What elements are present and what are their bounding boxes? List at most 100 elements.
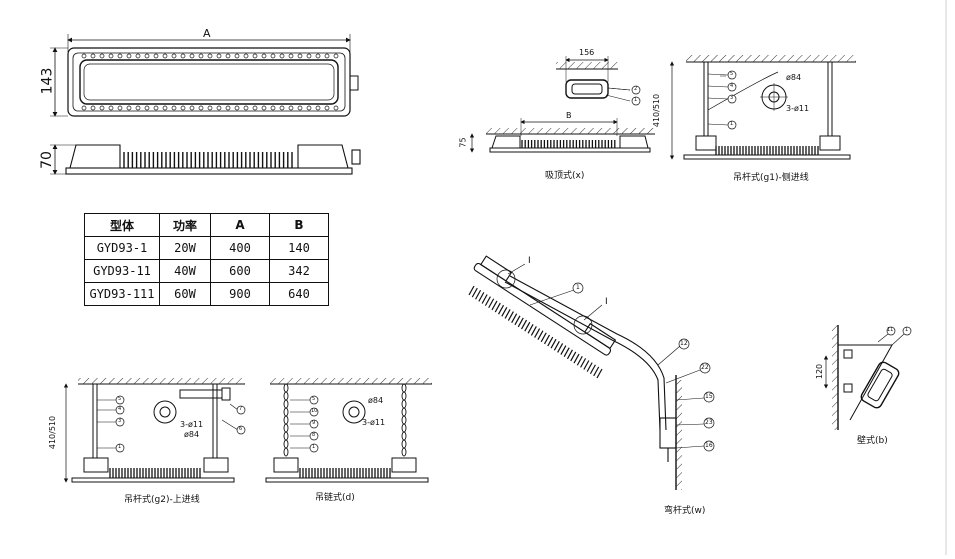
callout-label: 7 xyxy=(239,406,243,412)
bolt-hole xyxy=(135,53,141,59)
side-view-fins xyxy=(123,152,293,168)
chain-link xyxy=(401,415,407,425)
pendant-side-caption: 吊杆式(g1)-侧进线 xyxy=(733,173,809,183)
bolt-hole xyxy=(108,53,114,59)
bolt-hole xyxy=(333,53,339,59)
heat-sink-fin xyxy=(484,296,491,306)
chain-holes: 3-ø11 xyxy=(362,418,386,427)
pendant-top-dim-height: 410/510 xyxy=(48,415,58,450)
callout-label: 12 xyxy=(680,340,688,347)
chain-link xyxy=(401,431,407,441)
bolt-hole xyxy=(189,53,195,59)
table-row: GYD93-111 60W 900 640 xyxy=(84,282,329,306)
top-view-bolts xyxy=(81,53,339,111)
pendant-top-hole-dia: ø84 xyxy=(184,430,200,439)
bolt-hole xyxy=(99,105,105,111)
callout-label: 9 xyxy=(312,420,316,426)
heat-sink-fin xyxy=(511,313,518,323)
bolt-hole xyxy=(144,105,150,111)
chain-link xyxy=(283,391,289,401)
bolt-hole xyxy=(81,105,87,111)
callout-label: 5 xyxy=(312,396,316,402)
bolt-hole xyxy=(225,105,231,111)
spec-header-power: 功率 xyxy=(159,213,211,237)
spec-cell-b: 140 xyxy=(269,236,329,260)
chain-link xyxy=(401,447,407,457)
bolt-hole xyxy=(279,53,285,59)
bolt-hole xyxy=(171,105,177,111)
pendant-side-dim-height: 410/510 xyxy=(652,93,662,128)
chain-link xyxy=(401,383,407,393)
chain-link xyxy=(283,423,289,433)
bolt-hole xyxy=(216,53,222,59)
callout-label: 4 xyxy=(118,406,122,412)
heat-sink-fin xyxy=(563,347,570,358)
heat-sink-fin xyxy=(524,321,531,332)
bolt-hole xyxy=(288,53,294,59)
heat-sink-fin xyxy=(494,302,501,313)
pendant-side-drawing xyxy=(669,55,856,160)
top-view-dim-height: 143 xyxy=(39,67,56,95)
chain-hole-dia: ø84 xyxy=(368,396,384,405)
heat-sink-fin xyxy=(530,326,537,336)
chain-link xyxy=(401,407,407,417)
pendant-top-caption: 吊杆式(g2)-上进线 xyxy=(124,495,200,505)
chain-link xyxy=(283,399,289,409)
heat-sink-fin xyxy=(570,351,577,362)
bolt-hole xyxy=(189,105,195,111)
heat-sink-fin xyxy=(589,364,596,375)
callout-label: 1 xyxy=(730,121,734,127)
bent-pole-caption: 弯杆式(w) xyxy=(664,506,706,516)
bolt-hole xyxy=(126,53,132,59)
bolt-hole xyxy=(270,53,276,59)
callout-label: 11 xyxy=(887,327,894,333)
heat-sink-fin xyxy=(537,330,544,340)
spec-header-a: A xyxy=(210,213,270,237)
bolt-hole xyxy=(243,105,249,111)
side-view-dim-height: 70 xyxy=(38,151,55,169)
bolt-hole xyxy=(207,105,213,111)
bolt-hole xyxy=(162,53,168,59)
spec-cell-a: 400 xyxy=(210,236,270,260)
ceiling-caption: 吸顶式(x) xyxy=(545,171,585,181)
pendant-top-holes: 3-ø11 xyxy=(180,420,204,429)
chain-link xyxy=(401,399,407,409)
bolt-hole xyxy=(252,105,258,111)
ceiling-mount-drawing xyxy=(469,56,655,153)
heat-sink-fin xyxy=(553,341,560,351)
bolt-hole xyxy=(90,53,96,59)
ceiling-dim-width: 156 xyxy=(579,48,595,57)
heat-sink-fin xyxy=(475,289,482,300)
heat-sink-fin xyxy=(593,366,600,377)
callout-label: 1 xyxy=(634,97,638,103)
heat-sink-fin xyxy=(560,345,567,355)
callout-label: 1 xyxy=(118,444,122,450)
bolt-hole xyxy=(306,105,312,111)
callout-label: 23 xyxy=(705,419,713,426)
spec-cell-power: 20W xyxy=(159,236,211,260)
spec-cell-b: 342 xyxy=(269,259,329,283)
section-mark: I xyxy=(605,297,608,307)
heat-sink-fin xyxy=(586,362,593,372)
bolt-hole xyxy=(243,53,249,59)
pendant-side-hole-dia: ø84 xyxy=(786,73,802,82)
bolt-hole xyxy=(261,105,267,111)
heat-sink-fin xyxy=(573,353,580,364)
table-row: GYD93-11 40W 600 342 xyxy=(84,259,329,283)
heat-sink-fin xyxy=(498,304,505,315)
chain-link xyxy=(401,439,407,449)
chain-link xyxy=(401,391,407,401)
callout-label: 10 xyxy=(311,408,318,414)
bolt-hole xyxy=(216,105,222,111)
bolt-hole xyxy=(225,53,231,59)
callout-leaders xyxy=(97,73,905,449)
bolt-hole xyxy=(135,105,141,111)
pendant-top-fins xyxy=(109,468,201,478)
heat-sink-fin xyxy=(534,328,541,338)
chain-link xyxy=(283,447,289,457)
heat-sink-fin xyxy=(527,324,534,334)
heat-sink-fin xyxy=(576,355,583,366)
ceiling-dim-b: B xyxy=(566,111,572,120)
heat-sink-fin xyxy=(488,298,495,309)
callout-label: 5 xyxy=(118,396,122,402)
